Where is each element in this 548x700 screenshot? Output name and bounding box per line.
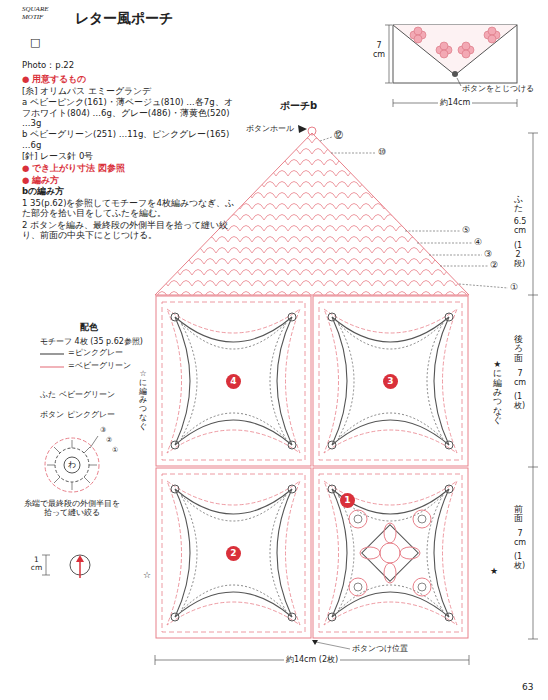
- diagram-label: ③: [484, 249, 492, 260]
- motif-number: 4: [226, 374, 241, 389]
- motif-number: 2: [226, 546, 241, 561]
- diagram-label: 糸端で最終段の外側半目を拾って縫い絞る: [22, 500, 122, 518]
- instruction-text: [針] レース針 0号: [22, 151, 234, 161]
- diagram-label: 前面: [514, 505, 523, 524]
- instruction-text: ● 用意するもの: [22, 74, 234, 84]
- motif-number: 3: [383, 374, 398, 389]
- instruction-text: a ベビーピンク(161)・薄ベージュ(810) …各7g、オフホワイト(804…: [22, 97, 234, 128]
- diagram-label: わ: [68, 460, 76, 470]
- diagram-label: (1枚): [514, 393, 522, 411]
- instruction-text: ● 編み方: [22, 175, 234, 185]
- diagram-label: 1 cm: [30, 556, 43, 573]
- logo: SQUARE MOTIF: [22, 6, 70, 21]
- diagram-label: ①: [112, 446, 118, 454]
- instruction-text: [糸] オリムパス エミーグランデ: [22, 86, 234, 96]
- checkbox: □: [30, 36, 40, 49]
- motif-square: 4: [155, 295, 312, 467]
- diagram-label: モチーフ 4枚 (35 p.62参照): [40, 337, 143, 347]
- diagram-label: ボタン ピンクグレー: [40, 410, 115, 420]
- diagram-label: ⑤: [462, 225, 470, 236]
- diagram-label: ①: [510, 282, 518, 293]
- diagram-label: 7 cm: [511, 530, 529, 548]
- instruction-text: b ベビーグリーン(251) …11g、ピンクグレー(165) …6g: [22, 129, 234, 149]
- diagram-label: ④: [474, 237, 482, 248]
- page-number: 63: [522, 682, 533, 693]
- diagram-label: ②: [106, 436, 112, 444]
- motif-number: 1: [340, 493, 355, 508]
- diagram-label: 6.5 cm: [511, 218, 529, 236]
- diagram-label: 配色: [80, 322, 98, 333]
- diagram-label: ⑩: [378, 147, 386, 158]
- diagram-label: ☆に編みつなぐ: [139, 370, 147, 432]
- diagram-label: (1枚): [514, 553, 522, 571]
- callout-label: ボタンホール: [246, 124, 294, 134]
- diagram-label: ★: [490, 566, 498, 577]
- motif-square: 2: [155, 467, 312, 639]
- photo-ref: Photo：p.22: [22, 60, 74, 70]
- pattern-name: ポーチb: [280, 100, 317, 112]
- diagram-label: ふた: [514, 195, 523, 214]
- page-title: レター風ポーチ: [75, 10, 173, 27]
- diagram-label: ボタンをとじつける: [462, 84, 534, 93]
- legend-text: =ベビーグリーン: [68, 361, 131, 371]
- diagram-label: 7 cm: [511, 370, 529, 388]
- diagram-label: ②: [490, 260, 498, 271]
- legend-text: =ピンクグレー: [68, 348, 123, 358]
- motif-square: 3: [312, 295, 469, 467]
- diagram-label: ☆: [143, 570, 151, 581]
- diagram-label: ⑫: [334, 130, 343, 141]
- diagram-label: (12段): [514, 242, 522, 268]
- diagram-label: ★に編みつなぐ: [493, 360, 502, 425]
- diagram-label: ふた ベビーグリーン: [40, 390, 115, 400]
- diagram-label: 約14cm (2枚): [284, 655, 340, 665]
- instruction-text: 1 35(p.62)を参照してモチーフを4枚編みつなぎ、ふた部分を拾い目をしてふ…: [22, 198, 234, 218]
- instruction-text: 2 ボタンを編み、最終段の外側半目を拾って縫い絞り、前面の中央下にとじつける。: [22, 220, 234, 240]
- instruction-text: ● でき上がり寸法 図参照: [22, 163, 234, 173]
- diagram-label: 後ろ面: [514, 335, 523, 363]
- diagram-label: ③: [100, 426, 106, 434]
- diagram-label: 7 cm: [372, 42, 386, 60]
- instruction-text: bの編み方: [22, 186, 234, 196]
- motif-square: 1: [312, 467, 469, 639]
- diagram-label: 約14cm: [438, 98, 472, 108]
- diagram-label: ボタンつけ位置: [352, 644, 408, 653]
